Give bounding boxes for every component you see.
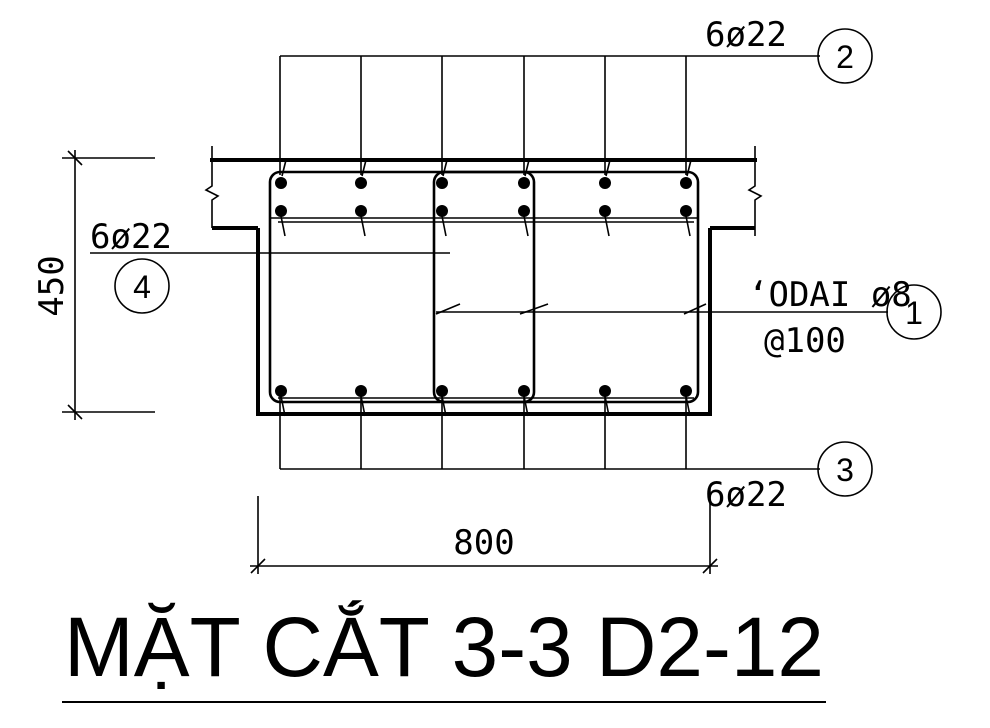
svg-text:2: 2 (836, 39, 854, 75)
top-bars-label: 6ø22 (705, 15, 787, 55)
width-dimension (250, 486, 718, 574)
svg-text:4: 4 (133, 269, 151, 305)
top-bars-row2 (275, 205, 692, 217)
top-extension-lines (279, 55, 820, 175)
stirrup-leader (435, 303, 888, 315)
height-dim-label: 450 (32, 255, 72, 316)
slab-left-break (204, 146, 220, 228)
marker-1: 1 (886, 284, 942, 340)
bottom-bars-label: 6ø22 (705, 475, 787, 515)
bar-ticks (280, 159, 692, 417)
svg-text:3: 3 (836, 452, 854, 488)
stirrup-label-line2: @100 (764, 321, 846, 361)
svg-text:1: 1 (905, 295, 923, 331)
slab (204, 146, 763, 236)
side-bars-label: 6ø22 (90, 217, 172, 257)
height-dimension (62, 150, 155, 420)
slab-right-break (747, 146, 763, 236)
stirrups (268, 170, 700, 404)
stirrup-label-line1: ʻODAI ø8 (748, 275, 912, 315)
bottom-bars (275, 385, 692, 397)
marker-2: 2 (817, 28, 873, 84)
marker-4: 4 (114, 258, 170, 314)
outer-stirrup (268, 170, 700, 404)
beam-outline (256, 228, 712, 416)
bottom-extension-lines (279, 396, 820, 470)
width-dim-label: 800 (453, 523, 514, 563)
drawing-title: MẶT CẮT 3-3 D2-12 (64, 600, 824, 694)
marker-3: 3 (817, 441, 873, 497)
inner-stirrup (432, 170, 536, 404)
top-bars-row1 (275, 177, 692, 189)
